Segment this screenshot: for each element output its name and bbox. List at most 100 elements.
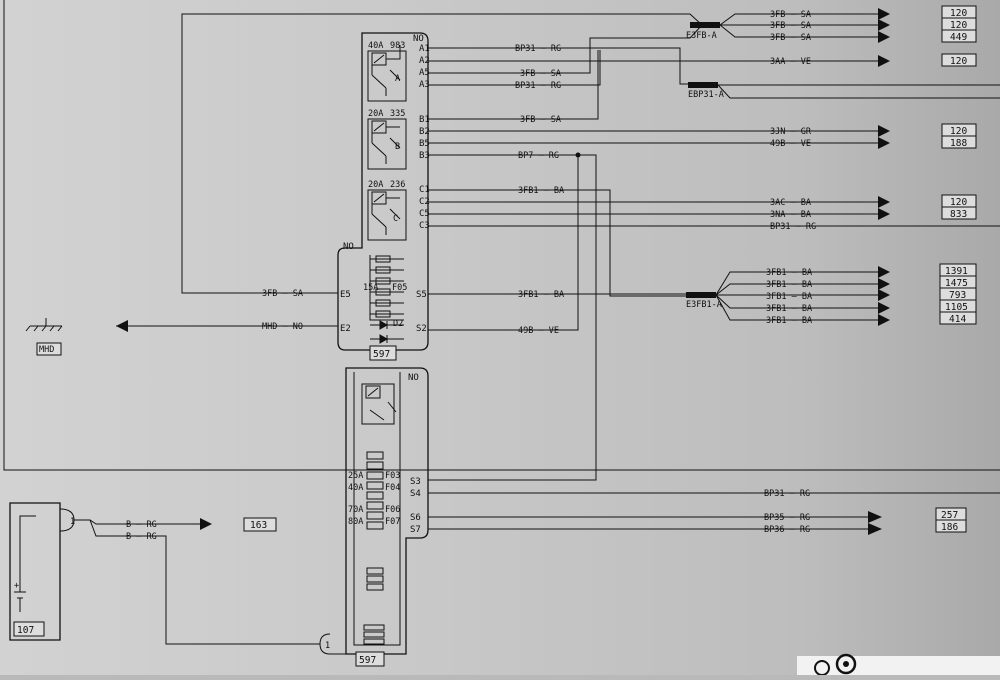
battery-plus: + xyxy=(14,581,19,591)
relay-a: 40A 983 A xyxy=(367,41,407,102)
label-c3: BP31 — RG xyxy=(770,222,816,232)
pin-a5: A5 xyxy=(419,68,430,78)
arrows-c-icon xyxy=(878,196,890,220)
relay-b-code: 335 xyxy=(390,109,405,119)
pin-b5: B5 xyxy=(419,139,430,149)
label-s6: BP35 — RG xyxy=(764,513,810,523)
fuse-bus xyxy=(369,255,404,321)
ref-c-2: 833 xyxy=(950,209,967,220)
label-a1: BP31 — RG xyxy=(515,44,561,54)
ref-ba-2: 1475 xyxy=(945,278,968,289)
pin-e2: E2 xyxy=(340,324,351,334)
wires: E3FB-A EBP31-A E3FB1-A xyxy=(74,13,1000,645)
wire-ebp31-out xyxy=(717,84,1000,99)
relay-unit-fuses: 15A F05 D2 xyxy=(363,255,407,344)
diode-d2-label: D2 xyxy=(393,319,403,329)
label-e5: 3FB — SA xyxy=(262,289,303,299)
wire-e5-loop xyxy=(181,13,703,294)
reference-boxes: 120 120 449 120 120 188 120 833 1391 147… xyxy=(243,5,977,533)
battery-cell-icon xyxy=(14,515,36,612)
arrows-ba-icon xyxy=(878,266,890,326)
wire-a3 xyxy=(428,50,601,86)
pin-b1: B1 xyxy=(419,115,430,125)
relay-unit-code-box xyxy=(369,345,397,361)
splice-ebp31 xyxy=(688,82,718,88)
splice-e3fb xyxy=(690,22,720,28)
relay-a-amp: 40A xyxy=(368,41,383,51)
ground-code: MHD xyxy=(39,345,54,355)
label-sa-1: 3FB — SA xyxy=(770,10,811,20)
label-c5: 3NA — BA xyxy=(770,210,811,220)
pin-b2: B2 xyxy=(419,127,430,137)
wire-b1 xyxy=(428,50,599,120)
frame-line xyxy=(3,0,1000,471)
ref-s-1: 257 xyxy=(941,510,958,521)
ref-s-2: 186 xyxy=(941,522,958,533)
ref-ba-1: 1391 xyxy=(945,266,968,277)
label-b5: 49B — VE xyxy=(770,139,811,149)
fuse-box-relay-coil xyxy=(365,385,381,399)
fuse-f06-amp: 70A xyxy=(348,505,363,515)
label-a2: 3AA — VE xyxy=(770,57,811,67)
relay-b: 20A 335 B xyxy=(367,109,407,170)
pin-a1: A1 xyxy=(419,44,430,54)
fuse-f05-amp: 15A xyxy=(363,283,378,293)
relay-unit-mid-ground-label: NO xyxy=(343,242,354,252)
fuse-box-outline xyxy=(345,367,429,655)
label-sa-2: 3FB — SA xyxy=(770,21,811,31)
arrows-b-icon xyxy=(878,125,890,149)
fuse-f03-code: F03 xyxy=(385,471,400,481)
arrows-sa-icon xyxy=(878,8,890,43)
diode-lines xyxy=(370,324,404,340)
ref-ba-3: 793 xyxy=(949,290,966,301)
label-sa-3: 3FB — SA xyxy=(770,33,811,43)
label-c2: 3AC — BA xyxy=(770,198,811,208)
pin-s2: S2 xyxy=(416,324,427,334)
splice-e3fb1-label: E3FB1-A xyxy=(686,300,722,310)
label-battery-1: B — RG xyxy=(126,520,157,530)
arrow-a2-icon xyxy=(878,55,890,67)
fuse-f04-amp: 40A xyxy=(348,483,363,493)
fuse-box-ground-label: NO xyxy=(408,373,419,383)
ref-sa-1: 120 xyxy=(950,8,967,19)
label-c1: 3FB1 — BA xyxy=(518,186,564,196)
pin-s3: S3 xyxy=(410,477,421,487)
fuse-box-code: 597 xyxy=(359,655,376,666)
fuse-box-fuses xyxy=(363,451,385,645)
relay-unit-ground-label: NO xyxy=(413,34,424,44)
pin-s4: S4 xyxy=(410,489,421,499)
relay-a-code: 983 xyxy=(390,41,405,51)
pin-s6: S6 xyxy=(410,513,421,523)
label-ba-2: 3FB1 — BA xyxy=(766,280,812,290)
ref-ba-4: 1105 xyxy=(945,302,968,313)
battery: 1 + 107 xyxy=(9,502,75,641)
ground-code-box xyxy=(36,342,62,356)
fuse-box-relay-contacts xyxy=(367,387,397,421)
label-e2: MHD — NO xyxy=(262,322,303,332)
pin-c5: C5 xyxy=(419,209,430,219)
relay-unit-pins: A1 A2 A5 A3 B1 B2 B5 B3 C1 C2 C5 C3 S5 S… xyxy=(340,44,430,334)
output-arrows xyxy=(868,8,890,535)
fuse-f04-code: F04 xyxy=(385,483,400,493)
wire-s2 xyxy=(428,155,579,331)
pin-s5: S5 xyxy=(416,290,427,300)
fuse-box-connector-label: 1 xyxy=(325,641,330,651)
fuse-box-relay-frame xyxy=(361,383,395,425)
gear-logo-icon xyxy=(797,653,1000,676)
ref-ba-5: 414 xyxy=(949,314,966,325)
battery-outline xyxy=(9,502,61,641)
label-ba-5: 3FB1 — BA xyxy=(766,316,812,326)
fuse-f05-code: F05 xyxy=(392,283,407,293)
fuse-f03-amp: 25A xyxy=(348,471,363,481)
fuse-f07-code: F07 xyxy=(385,517,400,527)
wire-a5 xyxy=(428,24,703,74)
label-ba-3: 3FB1 — BA xyxy=(766,292,812,302)
relay-a-mark: A xyxy=(395,74,400,84)
ref-b-1: 120 xyxy=(950,126,967,137)
pin-c2: C2 xyxy=(419,197,430,207)
label-battery-2: B — RG xyxy=(126,532,157,542)
relay-unit-outline xyxy=(337,32,429,351)
relay-c: 20A 236 C xyxy=(367,180,407,241)
